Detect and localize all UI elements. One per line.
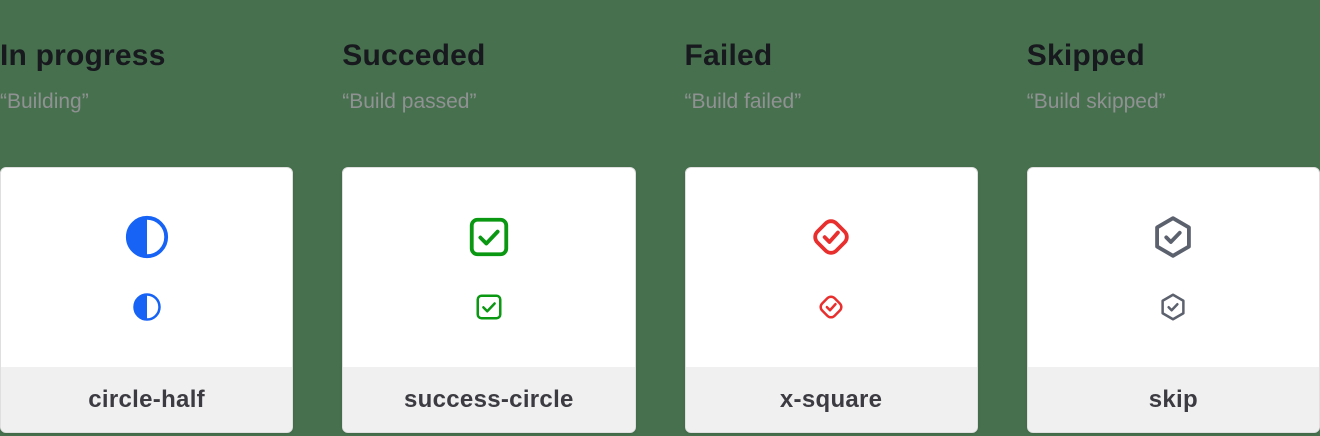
icon-card: circle-half [0, 167, 294, 433]
status-title: In progress [0, 39, 166, 72]
icon-card-body [1, 168, 292, 367]
status-subtitle: “Build skipped” [1026, 90, 1166, 113]
icon-card-body [343, 168, 634, 367]
status-column-skipped: Skipped “Build skipped” skip [1026, 0, 1320, 436]
status-title: Failed [684, 39, 773, 72]
icon-card: success-circle [342, 167, 636, 433]
icon-card: x-square [684, 167, 978, 433]
icon-name-label: success-circle [343, 367, 635, 432]
status-column-succeded: Succeded “Build passed” success-circle [342, 0, 636, 436]
status-subtitle: “Build passed” [342, 90, 477, 113]
status-column-failed: Failed “Build failed” x-square [684, 0, 978, 436]
circle-half-icon-large [125, 215, 168, 258]
icon-name-label: circle-half [1, 367, 293, 432]
icon-card-body [686, 168, 977, 367]
hexagon-check-icon-small [1161, 293, 1185, 320]
icon-card: skip [1026, 167, 1320, 433]
diamond-check-icon-large [813, 218, 849, 255]
icon-name-label: x-square [685, 367, 977, 432]
diamond-check-icon-small [819, 294, 843, 319]
status-subtitle: “Build failed” [684, 90, 802, 113]
status-title: Skipped [1026, 39, 1145, 72]
status-subtitle: “Building” [0, 90, 89, 113]
column-header: Failed “Build failed” [685, 0, 978, 167]
column-header: Skipped “Build skipped” [1027, 0, 1320, 167]
icon-name-label: skip [1027, 367, 1319, 432]
square-check-icon-large [469, 217, 509, 256]
status-title: Succeded [342, 39, 486, 72]
icon-card-body [1028, 168, 1319, 367]
circle-half-icon-small [132, 292, 161, 321]
square-check-icon-small [476, 294, 502, 319]
column-header: Succeded “Build passed” [342, 0, 635, 167]
hexagon-check-icon-large [1155, 215, 1192, 258]
status-column-in-progress: In progress “Building” circle-half [0, 0, 294, 436]
column-header: In progress “Building” [0, 0, 293, 167]
